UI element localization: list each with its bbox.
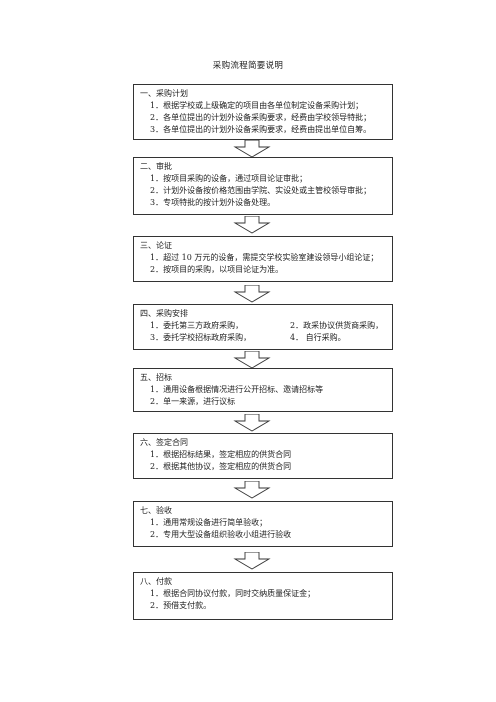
down-arrow-icon: [233, 216, 271, 234]
down-arrow-icon: [233, 552, 271, 570]
section-item: 1．根据合同协议付款，同时交纳质量保证金；: [150, 589, 316, 598]
section-item: 1．按项目采购的设备，通过项目论证审批；: [150, 174, 308, 183]
item-row: 1．委托第三方政府采购， 2．政采协议供货商采购，: [140, 320, 386, 332]
section-item: 1．通用设备根据情况进行公开招标、邀请招标等: [150, 385, 324, 394]
section-item: 2．根据其他协议，签定相应的供货合同: [150, 462, 292, 471]
down-arrow-icon: [233, 414, 271, 432]
section-item: 1．通用常规设备进行简单验收；: [150, 518, 268, 527]
item-row: 3．委托学校招标政府采购， 4． 自行采购。: [140, 332, 386, 344]
section-item: 2．政采协议供货商采购，: [290, 321, 384, 330]
section-item: 1．超过 10 万元的设备，需提交学校实验室建设领导小组论证；: [150, 253, 379, 262]
section-item: 3．各单位提出的计划外设备采购要求，经费由提出单位自筹。: [150, 125, 372, 134]
section-heading: 一、采购计划: [140, 89, 188, 98]
section-heading: 八、付款: [140, 577, 172, 586]
section-item: 1．委托第三方政府采购，: [150, 321, 244, 330]
section-purchase-plan: 一、采购计划 1．根据学校或上级确定的项目由各单位制定设备采购计划； 2．各单位…: [133, 84, 393, 140]
section-item: 1．根据招标结果，签定相应的供货合同: [150, 450, 292, 459]
section-item: 2．各单位提出的计划外设备采购要求，经费由学校领导特批；: [150, 113, 372, 122]
section-item: 3．专项特批的按计划外设备处理。: [150, 198, 276, 207]
section-item: 3．委托学校招标政府采购，: [150, 333, 252, 342]
section-heading: 五、招标: [140, 373, 172, 382]
section-item: 4． 自行采购。: [290, 333, 346, 342]
section-bidding: 五、招标 1．通用设备根据情况进行公开招标、邀请招标等 2．单一来源，进行议标: [133, 368, 393, 412]
down-arrow-icon: [233, 140, 271, 158]
section-item: 2．预借支付款。: [150, 601, 212, 610]
section-item: 2．按项目的采购，以项目论证为准。: [150, 265, 284, 274]
section-heading: 七、验收: [140, 506, 172, 515]
section-item: 2．计划外设备按价格范围由学院、实设处或主管校领导审批；: [150, 186, 372, 195]
section-item: 1．根据学校或上级确定的项目由各单位制定设备采购计划；: [150, 101, 364, 110]
section-heading: 四、采购安排: [140, 309, 188, 318]
section-payment: 八、付款 1．根据合同协议付款，同时交纳质量保证金； 2．预借支付款。: [133, 572, 393, 620]
section-evaluation: 三、论证 1．超过 10 万元的设备，需提交学校实验室建设领导小组论证； 2．按…: [133, 236, 393, 282]
section-purchase-arrangement: 四、采购安排 1．委托第三方政府采购， 2．政采协议供货商采购， 3．委托学校招…: [133, 304, 393, 350]
section-acceptance: 七、验收 1．通用常规设备进行简单验收； 2．专用大型设备组织验收小组进行验收: [133, 501, 393, 547]
section-approval: 二、审批 1．按项目采购的设备，通过项目论证审批； 2．计划外设备按价格范围由学…: [133, 157, 393, 215]
section-heading: 三、论证: [140, 241, 172, 250]
down-arrow-icon: [233, 351, 271, 369]
section-item: 2．专用大型设备组织验收小组进行验收: [150, 530, 292, 539]
down-arrow-icon: [233, 285, 271, 303]
section-contract: 六、签定合同 1．根据招标结果，签定相应的供货合同 2．根据其他协议，签定相应的…: [133, 433, 393, 479]
document-title: 采购流程简要说明: [212, 61, 284, 71]
section-heading: 二、审批: [140, 162, 172, 171]
section-item: 2．单一来源，进行议标: [150, 397, 236, 406]
section-heading: 六、签定合同: [140, 438, 188, 447]
down-arrow-icon: [233, 481, 271, 499]
